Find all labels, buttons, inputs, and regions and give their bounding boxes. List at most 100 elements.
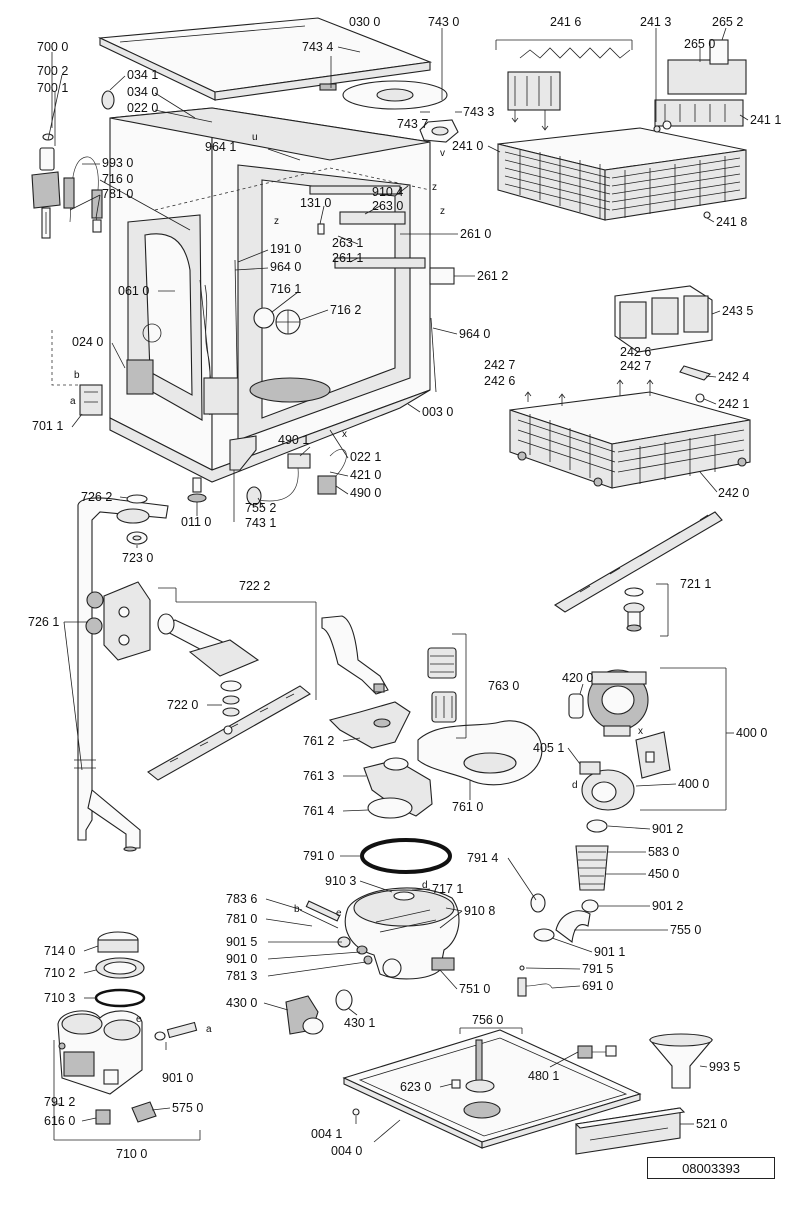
label-716-1: 716 1: [270, 282, 301, 296]
label-700-0: 700 0: [37, 40, 68, 54]
label-756-0: 756 0: [472, 1013, 503, 1027]
label-521-0: 521 0: [696, 1117, 727, 1131]
motor-bracket: [635, 731, 671, 779]
upper-basket: [497, 120, 747, 221]
label-242-1: 242 1: [718, 397, 749, 411]
label-242-7-a: 242 7: [484, 358, 515, 372]
label-743-0: 743 0: [428, 15, 459, 29]
marker-b-1: b: [74, 370, 80, 381]
heater-element: [299, 900, 373, 965]
marker-d-2: d: [422, 880, 428, 891]
label-490-0: 490 0: [350, 486, 381, 500]
label-901-0-b: 901 0: [162, 1071, 193, 1085]
corrugated-hose: [575, 845, 609, 891]
label-716-0: 716 0: [102, 172, 133, 186]
label-743-7: 743 7: [397, 117, 428, 131]
marker-d-1: d: [572, 780, 578, 791]
foot-adjuster: [187, 477, 207, 503]
label-490-1: 490 1: [278, 433, 309, 447]
label-430-1: 430 1: [344, 1016, 375, 1030]
inlet-valve: [31, 133, 61, 239]
salt-cap-lid: [319, 80, 448, 110]
sump-housing: [344, 887, 460, 980]
label-242-6-b: 242 6: [484, 374, 515, 388]
basket-stopper: [679, 365, 712, 403]
non-return-valve: [335, 989, 353, 1011]
inlet-hose: [63, 156, 103, 233]
label-242-7-b: 242 7: [620, 359, 651, 373]
label-964-0-b: 964 0: [459, 327, 490, 341]
label-743-1: 743 1: [245, 516, 276, 530]
label-011-0: 011 0: [181, 515, 211, 529]
label-761-3: 761 3: [303, 769, 334, 783]
label-242-0: 242 0: [718, 486, 749, 500]
water-softener: [57, 1010, 143, 1095]
label-964-0-a: 964 0: [270, 260, 301, 274]
marker-e-2: e: [136, 1014, 142, 1025]
marker-x-1: x: [342, 429, 347, 440]
label-263-1: 263 1: [332, 236, 363, 250]
capacitor: [568, 693, 584, 719]
label-755-0: 755 0: [670, 923, 701, 937]
label-061-0: 061 0: [118, 284, 149, 298]
marker-v: v: [440, 148, 445, 159]
label-781-0-top: 781 0: [102, 187, 133, 201]
cutlery-tray: [654, 39, 747, 127]
filter-sieve: [417, 720, 543, 786]
filter-cylinder: [427, 647, 457, 723]
drain-pump-small: [285, 995, 324, 1035]
label-755-2: 755 2: [245, 501, 276, 515]
label-691-0: 691 0: [582, 979, 613, 993]
marker-a-2: a: [206, 1024, 212, 1035]
leader-lines: [47, 27, 749, 1143]
label-743-4: 743 4: [302, 40, 333, 54]
label-710-2: 710 2: [44, 966, 75, 980]
label-726-2: 726 2: [81, 490, 112, 504]
label-993-5: 993 5: [709, 1060, 740, 1074]
label-241-3: 241 3: [640, 15, 671, 29]
label-993-0: 993 0: [102, 156, 133, 170]
label-034-0: 034 0: [127, 85, 158, 99]
label-034-1: 034 1: [127, 68, 158, 82]
door-switch: [51, 330, 103, 416]
hose-clamp: [586, 819, 608, 833]
label-616-0: 616 0: [44, 1114, 75, 1128]
marker-b-2: b: [294, 904, 300, 915]
label-722-0: 722 0: [167, 698, 198, 712]
label-781-3: 781 3: [226, 969, 257, 983]
label-420-0: 420 0: [562, 671, 593, 685]
flood-switch: [577, 1045, 617, 1059]
label-721-1: 721 1: [680, 577, 711, 591]
inlet-fitting: [154, 1021, 198, 1041]
label-241-6: 241 6: [550, 15, 581, 29]
letter-markers: u v z z z x b a x d d b e e a: [70, 132, 643, 1035]
softener-gasket: [94, 988, 146, 1008]
label-910-3: 910 3: [325, 874, 356, 888]
tub-cabinet: [109, 107, 455, 483]
label-261-0: 261 0: [460, 227, 491, 241]
label-726-1: 726 1: [28, 615, 59, 629]
o-ring-large: [360, 838, 452, 874]
label-022-0: 022 0: [127, 101, 158, 115]
pipe-bracket-bottom: [321, 615, 389, 695]
feed-tube: [157, 613, 260, 677]
level-sensor: [517, 965, 553, 997]
label-261-1: 261 1: [332, 251, 363, 265]
label-242-6-a: 242 6: [620, 345, 651, 359]
marker-e-1: e: [336, 908, 342, 919]
label-261-2: 261 2: [477, 269, 508, 283]
marker-z-1: z: [274, 216, 279, 227]
label-191-0: 191 0: [270, 242, 301, 256]
pipe-seal: [116, 494, 150, 545]
softener-cap: [97, 931, 139, 953]
kick-plate: [574, 1107, 686, 1155]
float-switch: [463, 1039, 501, 1119]
upper-spray-arm: [553, 511, 723, 632]
microswitch: [131, 1101, 157, 1123]
label-761-0: 761 0: [452, 800, 483, 814]
filler-nut: [419, 119, 459, 143]
basket-wheel: [653, 125, 661, 133]
connector-hose: [530, 893, 599, 944]
